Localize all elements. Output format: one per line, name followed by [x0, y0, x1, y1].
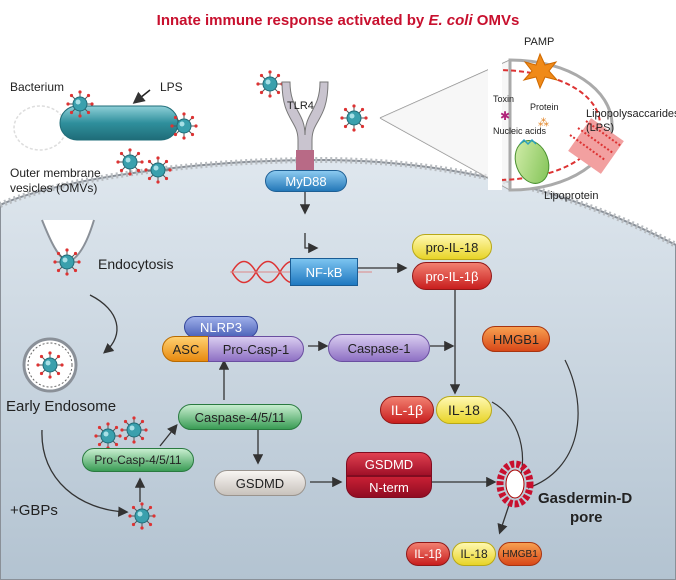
pamp-star — [522, 52, 559, 90]
node-caspase1: Caspase-1 — [328, 334, 430, 362]
host-cell — [0, 158, 676, 580]
node-nlrp3: NLRP3 — [184, 316, 258, 338]
page-title: Innate immune response activated by E. c… — [156, 12, 520, 29]
label-pamp: PAMP — [524, 36, 555, 48]
label-early-endosome: Early Endosome — [6, 398, 117, 415]
bacterium-ghost — [13, 105, 67, 151]
node-gsdmd-nterm-top: GSDMD — [346, 452, 432, 476]
node-gsdmd-nterm-bottom: N-term — [346, 476, 432, 498]
label-omv-line1: Outer membrane — [10, 166, 101, 180]
label-lps-long-line2: (LPS) — [586, 122, 615, 134]
node-pro-il1b: pro-IL-1β — [412, 262, 492, 290]
node-pro-casp1: Pro-Casp-1 — [208, 336, 304, 362]
tlr4-receptor — [281, 81, 329, 171]
label-gasdermin-line1: Gasdermin-D — [538, 490, 633, 507]
node-il18: IL-18 — [436, 396, 492, 424]
out-il18: IL-18 — [452, 542, 496, 566]
label-endocytosis: Endocytosis — [98, 256, 174, 272]
node-il1b: IL-1β — [380, 396, 434, 424]
label-tlr4: TLR4 — [287, 100, 314, 112]
node-hmgb1: HMGB1 — [482, 326, 550, 352]
gasdermin-pore — [496, 460, 534, 508]
label-protein: Protein — [530, 102, 559, 112]
label-lps-long-line1: Lipopolysaccarides — [586, 108, 676, 120]
label-omv-line2: vesicles (OMVs) — [10, 181, 98, 195]
label-bacterium: Bacterium — [10, 80, 65, 94]
lps-bundle — [568, 118, 624, 174]
node-pro-il18: pro-IL-18 — [412, 234, 492, 260]
node-nfkb: NF-kB — [290, 258, 358, 286]
node-myd88: MyD88 — [265, 170, 347, 192]
node-asc: ASC — [162, 336, 210, 362]
label-nucleic-acids: Nucleic acids — [493, 126, 547, 136]
cell-membrane — [0, 156, 676, 248]
label-toxin: Toxin — [493, 94, 515, 104]
label-gasdermin-line2: pore — [570, 509, 603, 526]
out-hmgb1: HMGB1 — [498, 542, 542, 566]
label-gbps: +GBPs — [10, 502, 58, 519]
node-pro-casp4511: Pro-Casp-4/5/11 — [82, 448, 194, 472]
node-caspase4511: Caspase-4/5/11 — [178, 404, 302, 430]
svg-text:⁂: ⁂ — [538, 116, 549, 129]
label-lps: LPS — [160, 80, 183, 94]
zoom-fill — [380, 60, 510, 190]
svg-text:✱: ✱ — [500, 109, 510, 123]
out-il1b: IL-1β — [406, 542, 450, 566]
node-gsdmd: GSDMD — [214, 470, 306, 496]
label-lipoprotein: Lipoprotein — [544, 190, 599, 202]
